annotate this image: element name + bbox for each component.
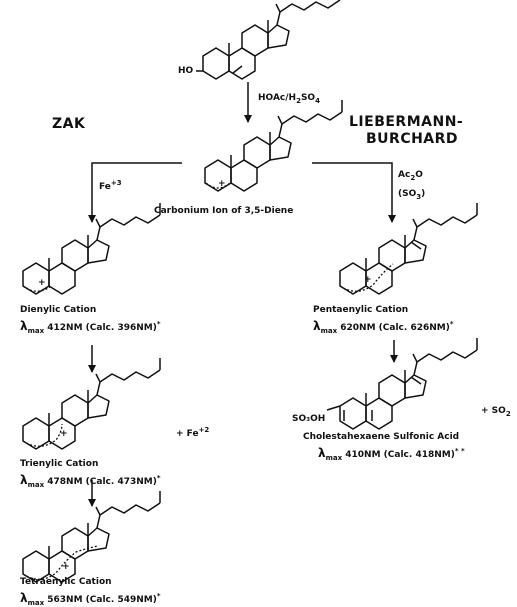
reagent-so2: + SO2 (481, 406, 511, 418)
tetraenylic-cation-structure (22, 490, 161, 583)
tetraenylic-name: Tetraenylic Cation (20, 577, 112, 587)
zak-method-label: ZAK (52, 116, 86, 132)
dienylic-name: Dienylic Cation (20, 305, 97, 315)
dienylic-lambda: λmax 412NM (Calc. 396NM)* (20, 319, 161, 335)
reagent-so3: (SO3) (398, 189, 426, 201)
pentaenylic-charge: + (364, 275, 372, 285)
pentaenylic-lambda: λmax 620NM (Calc. 626NM)* (313, 319, 454, 335)
arrow-lb-branch (312, 162, 396, 223)
trienylic-name: Trienylic Cation (20, 459, 99, 469)
reagent-ac2o: Ac2O (398, 170, 423, 182)
reagent-fe3: Fe+3 (99, 179, 122, 192)
tetraenylic-charge: + (62, 562, 70, 572)
arrow-zak-branch (88, 162, 182, 223)
trienylic-lambda: λmax 478NM (Calc. 473NM)* (20, 473, 161, 489)
sulfonic-acid-lambda: λmax 410NM (Calc. 418NM)* * (318, 446, 465, 462)
carbonium-ion-structure (204, 99, 343, 192)
carbonium-charge: + (218, 179, 226, 189)
carbonium-ion-caption: Carbonium Ion of 3,5-Diene (154, 206, 294, 216)
lb-method-label-line2: BURCHARD (366, 131, 459, 147)
dienylic-charge: + (38, 278, 46, 288)
trienylic-charge: + (60, 429, 68, 439)
tetraenylic-lambda: λmax 563NM (Calc. 549NM)* (20, 591, 161, 607)
sulfonic-acid-structure (326, 337, 478, 430)
reagent-fe2: + Fe+2 (176, 426, 210, 439)
sulfonic-group-label: SO₃OH (292, 414, 326, 424)
cholesterol-structure (196, 0, 341, 80)
sulfonic-acid-name: Cholestahexaene Sulfonic Acid (303, 432, 460, 442)
pentaenylic-name: Pentaenylic Cation (313, 305, 409, 315)
start-hydroxyl-label: HO (178, 66, 194, 76)
lb-method-label-line1: LIEBERMANN- (349, 114, 464, 130)
reagent-hoac-h2so4: HOAc/H2SO4 (258, 93, 320, 105)
pentaenylic-cation-structure (339, 202, 478, 295)
